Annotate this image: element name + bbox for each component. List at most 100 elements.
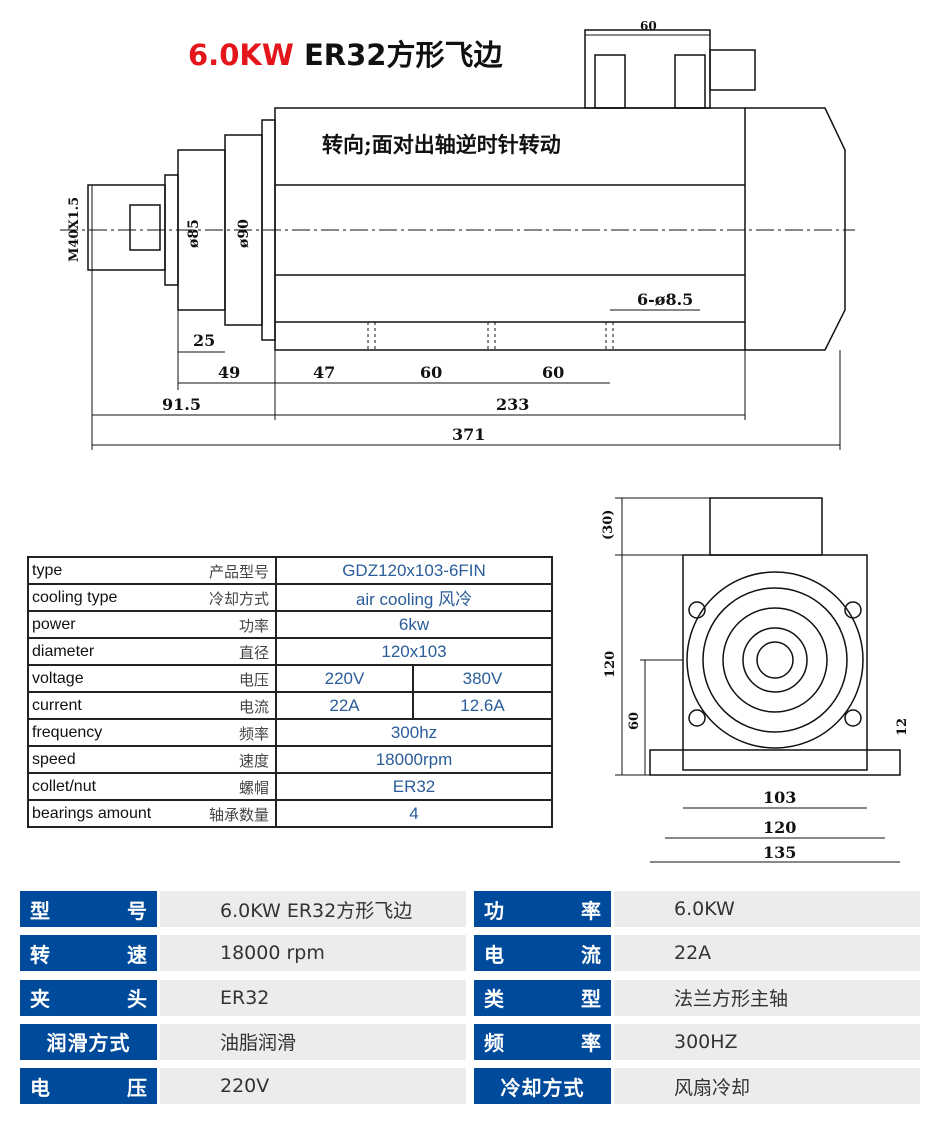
- summary-label-text: 头: [127, 987, 147, 1012]
- front-view: [615, 497, 901, 863]
- dim-47: 47: [313, 363, 335, 382]
- spec-key-en: frequency: [32, 723, 103, 741]
- dim-371: 371: [452, 425, 485, 444]
- summary-label: 型号: [20, 891, 157, 927]
- spec-key-cn: 电压: [238, 671, 269, 689]
- summary-label: 电流: [474, 935, 611, 972]
- spec-key-cn: 速度: [238, 752, 269, 770]
- dim-233: 233: [496, 395, 529, 414]
- summary-label: 冷却方式: [474, 1068, 611, 1105]
- dim-60a: 60: [420, 363, 442, 382]
- summary-label-text: 型: [30, 898, 50, 923]
- spec-key-cn: 频率: [238, 725, 269, 743]
- spec-value: 300hz: [275, 718, 553, 747]
- spec-key-en: collet/nut: [32, 777, 97, 795]
- summary-label-text: 号: [127, 898, 147, 923]
- spec-key: power 功率: [27, 610, 277, 639]
- spec-value: 4: [275, 799, 553, 828]
- spec-key: bearings amount 轴承数量: [27, 799, 277, 828]
- spec-row: frequency 频率 300hz: [27, 718, 553, 747]
- dim-120h: 120: [763, 818, 796, 837]
- summary-label: 频率: [474, 1023, 611, 1060]
- dim-25: 25: [193, 331, 215, 350]
- summary-value: 300HZ: [614, 1023, 920, 1060]
- summary-label: 类型: [474, 979, 611, 1016]
- summary-label-text: 速: [127, 942, 147, 967]
- summary-label-text: 率: [581, 898, 601, 923]
- spec-key: cooling type 冷却方式: [27, 583, 277, 612]
- summary-value: 法兰方形主轴: [614, 979, 920, 1016]
- spec-key-en: speed: [32, 750, 76, 768]
- summary-label: 电压: [20, 1068, 157, 1105]
- dim-60v: 60: [627, 712, 642, 730]
- spec-key-cn: 冷却方式: [208, 590, 269, 608]
- summary-label-text: 率: [581, 1031, 601, 1056]
- spec-value: 6kw: [275, 610, 553, 639]
- spec-value: 120x103: [275, 637, 553, 666]
- spec-row: power 功率 6kw: [27, 610, 553, 639]
- summary-label: 功率: [474, 891, 611, 927]
- spec-key-cn: 功率: [238, 617, 269, 635]
- dia90-label: ø90: [236, 219, 252, 248]
- spec-row: cooling type 冷却方式 air cooling 风冷: [27, 583, 553, 612]
- spec-row: bearings amount 轴承数量 4: [27, 799, 553, 828]
- spec-value: 22A: [275, 691, 414, 720]
- summary-label-text: 夹: [30, 987, 50, 1012]
- page-title: 6.0KW ER32方形飞边: [188, 38, 503, 72]
- summary-label-text: 润滑方式: [46, 1031, 131, 1056]
- summary-value: 220V: [160, 1068, 466, 1105]
- dia85-label: ø85: [186, 219, 202, 248]
- summary-value: 22A: [614, 935, 920, 972]
- summary-label-text: 流: [581, 942, 601, 967]
- dim-box-width: 60: [640, 19, 657, 33]
- dim-120v: 120: [603, 651, 618, 678]
- spec-key-cn: 电流: [238, 698, 269, 716]
- summary-label-text: 冷却方式: [500, 1075, 585, 1100]
- summary-label-text: 电: [30, 1075, 50, 1100]
- spec-key-en: type: [32, 561, 63, 579]
- rotation-note: 转向;面对出轴逆时针转动: [322, 132, 561, 157]
- spec-value-2: 380V: [412, 664, 553, 693]
- spec-key-en: power: [32, 615, 76, 633]
- spec-key-en: bearings amount: [32, 804, 152, 822]
- dim-60b: 60: [542, 363, 564, 382]
- summary-label-text: 电: [484, 942, 504, 967]
- summary-label-text: 功: [484, 898, 504, 923]
- spec-value: air cooling 风冷: [275, 583, 553, 612]
- holes-label: 6-ø8.5: [637, 290, 693, 309]
- summary-label-text: 转: [30, 942, 50, 967]
- spec-key-en: cooling type: [32, 588, 118, 606]
- summary-label-text: 型: [581, 987, 601, 1012]
- spec-value: GDZ120x103-6FIN: [275, 556, 553, 585]
- summary-value: 18000 rpm: [160, 935, 466, 972]
- summary-value: 6.0KW ER32方形飞边: [160, 891, 466, 927]
- spec-key-cn: 轴承数量: [208, 806, 269, 824]
- spec-key: frequency 频率: [27, 718, 277, 747]
- summary-value: ER32: [160, 979, 466, 1016]
- dim-30: (30): [601, 510, 616, 540]
- spec-value: 220V: [275, 664, 414, 693]
- dim-103: 103: [763, 788, 796, 807]
- spec-key-en: diameter: [32, 642, 95, 660]
- summary-value: 6.0KW: [614, 891, 920, 927]
- summary-value: 风扇冷却: [614, 1068, 920, 1105]
- spec-key-cn: 直径: [238, 644, 269, 662]
- spec-key-cn: 螺帽: [238, 779, 269, 797]
- summary-label: 转速: [20, 935, 157, 972]
- dim-12: 12: [895, 718, 910, 736]
- dim-49: 49: [218, 363, 240, 382]
- dim-135: 135: [763, 843, 796, 862]
- side-view: [60, 29, 855, 450]
- spec-row: diameter 直径 120x103: [27, 637, 553, 666]
